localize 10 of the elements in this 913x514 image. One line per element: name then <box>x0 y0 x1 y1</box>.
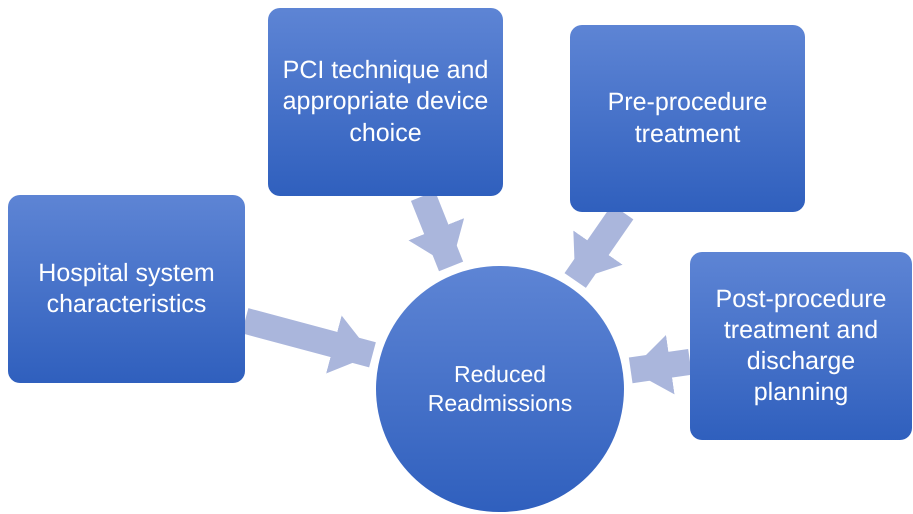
node-label: Pre-procedure treatment <box>606 87 768 150</box>
node-label: Hospital system characteristics <box>37 258 216 320</box>
rounded-box <box>690 252 912 440</box>
rounded-box <box>8 195 245 383</box>
node-label: PCI technique and appropriate device choice <box>282 55 490 149</box>
block-arrow <box>628 334 692 394</box>
node-label: Reduced Readmissions <box>426 360 574 418</box>
node-label: Post-procedure treatment and discharge planning <box>714 284 888 408</box>
rounded-box <box>268 8 503 196</box>
rounded-box <box>570 25 805 212</box>
